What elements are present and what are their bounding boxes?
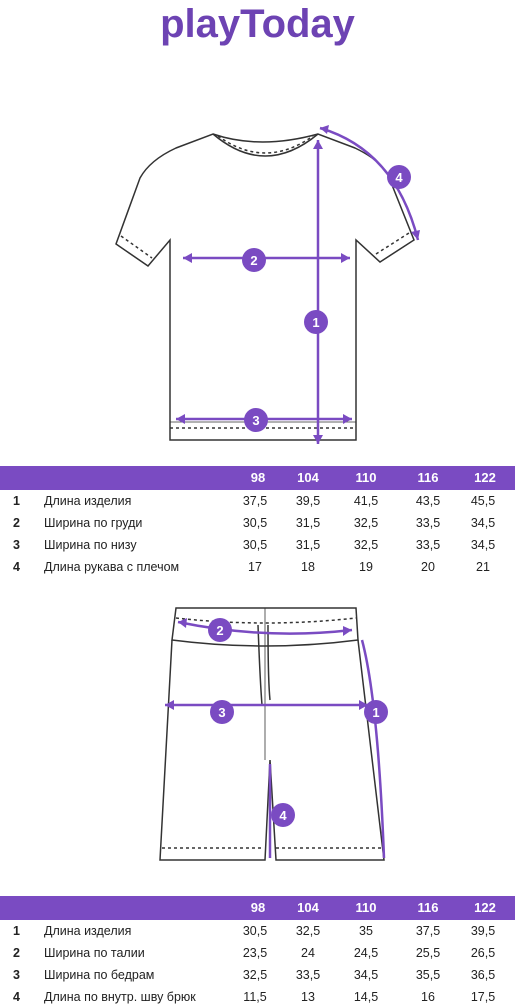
cell-value: 45,5 (470, 494, 496, 508)
row-label: Ширина по низу (44, 538, 137, 552)
tshirt-outline (115, 133, 415, 441)
size-header: 110 (355, 470, 377, 485)
tshirt-size-table: 98 104 110 116 122 1 Длина изделия 37,5 … (0, 466, 515, 578)
cell-value: 30,5 (242, 538, 268, 552)
svg-text:3: 3 (218, 705, 225, 720)
cell-value: 32,5 (295, 924, 321, 938)
shorts-waistband (171, 607, 359, 647)
size-header: 116 (417, 900, 439, 915)
size-header: 104 (297, 900, 319, 915)
row-label: Ширина по бедрам (44, 968, 155, 982)
table-header: 98 104 110 116 122 (0, 896, 515, 920)
tshirt-diagram: 1 2 3 4 (115, 125, 420, 444)
cell-value: 23,5 (242, 946, 268, 960)
cell-value: 32,5 (353, 538, 379, 552)
row-label: Ширина по талии (44, 946, 145, 960)
cell-value: 13 (301, 990, 315, 1004)
svg-text:4: 4 (395, 170, 403, 185)
cell-value: 37,5 (242, 494, 268, 508)
table-row: 1 Длина изделия 37,5 39,5 41,5 43,5 45,5 (0, 490, 515, 512)
row-number: 4 (13, 560, 20, 574)
cell-value: 41,5 (353, 494, 379, 508)
cell-value: 30,5 (242, 516, 268, 530)
cell-value: 39,5 (295, 494, 321, 508)
cell-value: 34,5 (353, 968, 379, 982)
cell-value: 32,5 (353, 516, 379, 530)
svg-text:4: 4 (279, 808, 287, 823)
cell-value: 18 (301, 560, 315, 574)
cell-value: 16 (421, 990, 435, 1004)
cell-value: 17,5 (470, 990, 496, 1004)
table-row: 3 Ширина по низу 30,5 31,5 32,5 33,5 34,… (0, 534, 515, 556)
row-label: Длина изделия (44, 924, 132, 938)
cell-value: 35,5 (415, 968, 441, 982)
cell-value: 33,5 (415, 538, 441, 552)
shorts-outline (159, 639, 385, 861)
cell-value: 34,5 (470, 538, 496, 552)
cell-value: 36,5 (470, 968, 496, 982)
tshirt-callouts: 1 2 3 4 (242, 165, 411, 432)
cell-value: 34,5 (470, 516, 496, 530)
shorts-size-table: 98 104 110 116 122 1 Длина изделия 30,5 … (0, 896, 515, 1006)
logo-text: playToday (160, 2, 355, 46)
row-number: 1 (13, 924, 20, 938)
cell-value: 37,5 (415, 924, 441, 938)
shorts-diagram: 1 2 3 4 (159, 607, 388, 861)
row-number: 3 (13, 538, 20, 552)
cell-value: 11,5 (243, 990, 267, 1004)
size-header: 98 (250, 470, 266, 485)
cell-value: 43,5 (415, 494, 441, 508)
row-label: Длина изделия (44, 494, 132, 508)
size-header: 116 (417, 470, 439, 485)
size-header: 122 (474, 470, 496, 485)
table-row: 4 Длина рукава с плечом 17 18 19 20 21 (0, 556, 515, 578)
cell-value: 35 (359, 924, 373, 938)
svg-text:2: 2 (250, 253, 257, 268)
table-header: 98 104 110 116 122 (0, 466, 515, 490)
cell-value: 25,5 (415, 946, 441, 960)
svg-text:2: 2 (216, 623, 223, 638)
cell-value: 39,5 (470, 924, 496, 938)
row-number: 2 (13, 516, 20, 530)
cell-value: 26,5 (470, 946, 496, 960)
size-header: 104 (297, 470, 319, 485)
brand-logo: playToday (0, 0, 515, 68)
row-number: 1 (13, 494, 20, 508)
cell-value: 19 (359, 560, 373, 574)
size-header: 122 (474, 900, 496, 915)
length-measure-line (360, 639, 386, 859)
cell-value: 24 (301, 946, 315, 960)
svg-text:1: 1 (312, 315, 319, 330)
cell-value: 21 (476, 560, 490, 574)
cell-value: 33,5 (295, 968, 321, 982)
shorts-callouts: 1 2 3 4 (208, 618, 388, 827)
row-label: Длина рукава с плечом (44, 560, 180, 574)
table-row: 1 Длина изделия 30,5 32,5 35 37,5 39,5 (0, 920, 515, 942)
cell-value: 24,5 (353, 946, 379, 960)
row-number: 4 (13, 990, 20, 1004)
cell-value: 30,5 (242, 924, 268, 938)
row-label: Ширина по груди (44, 516, 143, 530)
svg-text:3: 3 (252, 413, 259, 428)
cell-value: 14,5 (353, 990, 379, 1004)
cell-value: 31,5 (295, 538, 321, 552)
table-row: 2 Ширина по талии 23,5 24 24,5 25,5 26,5 (0, 942, 515, 964)
cell-value: 31,5 (295, 516, 321, 530)
cell-value: 32,5 (242, 968, 268, 982)
table-row: 2 Ширина по груди 30,5 31,5 32,5 33,5 34… (0, 512, 515, 534)
table-row: 4 Длина по внутр. шву брюк 11,5 13 14,5 … (0, 986, 515, 1006)
table-row: 3 Ширина по бедрам 32,5 33,5 34,5 35,5 3… (0, 964, 515, 986)
waist-measure-line (177, 620, 353, 635)
svg-text:1: 1 (372, 705, 379, 720)
sleeve-measure-line (319, 126, 420, 241)
cell-value: 17 (248, 560, 262, 574)
row-number: 2 (13, 946, 20, 960)
size-header: 98 (250, 900, 266, 915)
row-number: 3 (13, 968, 20, 982)
cell-value: 33,5 (415, 516, 441, 530)
cell-value: 20 (421, 560, 435, 574)
row-label: Длина по внутр. шву брюк (44, 990, 196, 1004)
size-header: 110 (355, 900, 377, 915)
